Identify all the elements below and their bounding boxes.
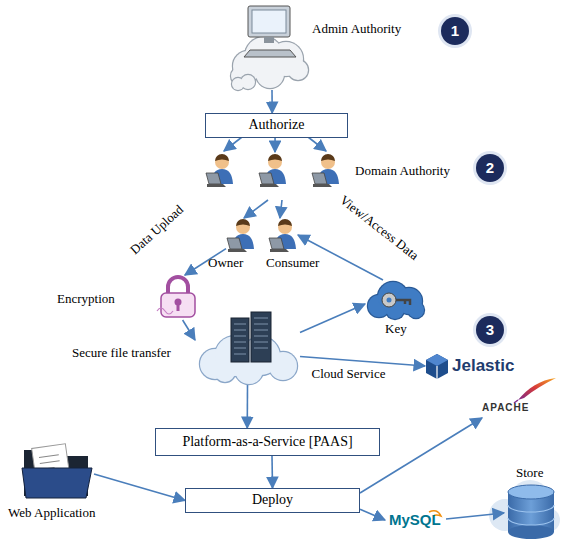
box-label: Platform-as-a-Service [PAAS] bbox=[182, 434, 352, 450]
split-line bbox=[224, 137, 242, 151]
process-box: Deploy bbox=[185, 488, 360, 513]
admin-icon bbox=[228, 2, 308, 90]
connector-arrow bbox=[300, 304, 365, 333]
icon-node: Consumer bbox=[268, 218, 298, 252]
edge-label: View/Access Data bbox=[335, 191, 422, 264]
icon-label: Web Application bbox=[8, 506, 95, 521]
icon-label: Jelastic bbox=[452, 356, 514, 376]
store-line bbox=[446, 513, 504, 519]
icon-node: Domain Authority bbox=[205, 152, 345, 200]
icon-node: APACHE bbox=[478, 376, 558, 418]
icon-label: Domain Authority bbox=[355, 164, 450, 179]
connector-arrow bbox=[246, 385, 248, 428]
process-box: Authorize bbox=[205, 113, 348, 138]
icon-node: Web Application bbox=[20, 442, 94, 500]
icon-node: Key bbox=[365, 280, 425, 320]
server-icon bbox=[195, 310, 300, 385]
icon-node: Admin Authority bbox=[228, 2, 308, 90]
icon-label: MySQL bbox=[389, 511, 441, 528]
edge-label: Cloud Service bbox=[309, 367, 387, 381]
box-label: Deploy bbox=[252, 492, 293, 508]
user-icon bbox=[268, 218, 298, 252]
key-icon bbox=[365, 280, 425, 320]
folder-icon bbox=[20, 442, 94, 500]
icon-node: Secure file transfer bbox=[195, 310, 300, 385]
connector-arrow bbox=[360, 509, 385, 520]
connector-arrow bbox=[280, 200, 282, 218]
note-label: Store bbox=[516, 466, 543, 481]
callout-number: 3 bbox=[476, 316, 504, 344]
connector-arrow bbox=[271, 90, 273, 113]
edge-label: Data Upload bbox=[127, 201, 189, 259]
icon-label: Key bbox=[385, 322, 407, 337]
split-line bbox=[308, 137, 326, 151]
icon-node: Jelastic bbox=[425, 352, 533, 380]
icon-label: Secure file transfer bbox=[72, 346, 171, 361]
icon-label: Consumer bbox=[266, 256, 319, 271]
connector-arrow bbox=[94, 474, 185, 501]
icon-label: APACHE bbox=[482, 402, 529, 414]
icon-node: Owner bbox=[226, 218, 256, 252]
lock-icon bbox=[155, 275, 201, 320]
connector-arrow bbox=[183, 320, 195, 340]
users-icon bbox=[205, 152, 345, 200]
connector-arrow bbox=[271, 456, 273, 488]
connector-arrow bbox=[244, 200, 268, 218]
icon-label: Owner bbox=[208, 256, 243, 271]
callout-number: 1 bbox=[441, 17, 469, 45]
connector-arrow bbox=[300, 357, 425, 367]
icon-label: Encryption bbox=[57, 292, 115, 307]
icon-node: Encryption bbox=[155, 275, 201, 320]
process-box: Platform-as-a-Service [PAAS] bbox=[155, 428, 380, 456]
connector-arrow bbox=[274, 138, 276, 152]
icon-node: MySQL bbox=[385, 508, 443, 532]
user-icon bbox=[226, 218, 256, 252]
callout-number: 2 bbox=[476, 154, 504, 182]
box-label: Authorize bbox=[249, 117, 305, 133]
database-icon bbox=[489, 480, 560, 539]
icon-label: Admin Authority bbox=[312, 22, 401, 37]
